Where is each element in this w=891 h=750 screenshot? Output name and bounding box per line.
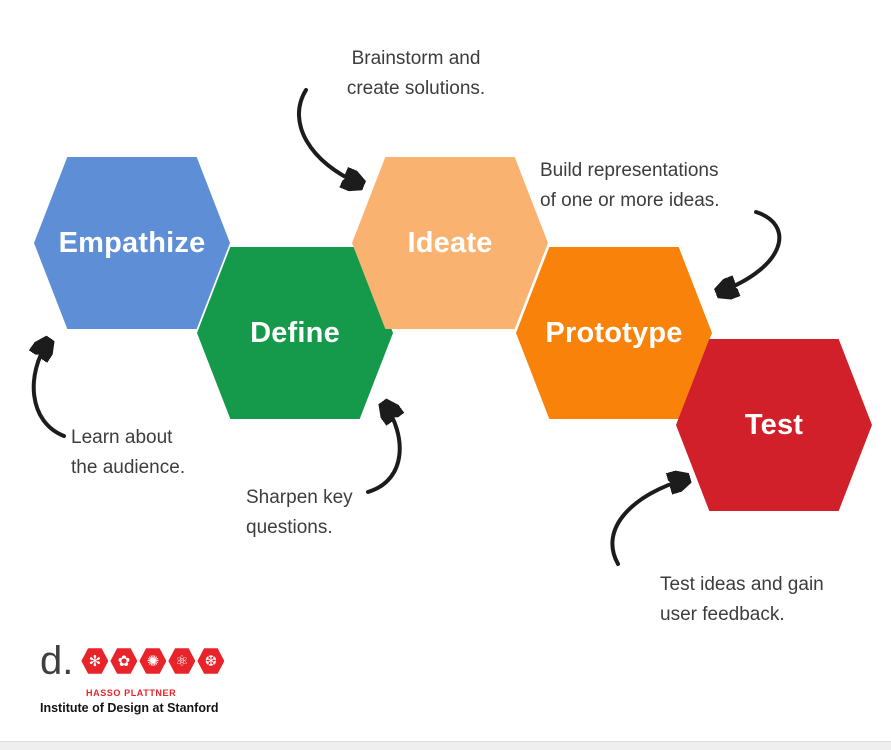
dschool-badge-icon: ✻ xyxy=(81,648,109,674)
hexagon-define: Define xyxy=(197,247,393,419)
annotation-line: Build representations xyxy=(540,160,719,181)
annotation-line: questions. xyxy=(246,517,333,538)
arrow-sharpen-to-define xyxy=(366,405,400,494)
dschool-badge-icon: ✿ xyxy=(110,648,138,674)
annotation-line: Test ideas and gain xyxy=(660,574,824,595)
annotation-line: create solutions. xyxy=(346,78,486,99)
logo-hasso-plattner: HASSO PLATTNER xyxy=(86,688,177,698)
annotation-line: Sharpen key xyxy=(246,487,353,508)
hexagon-prototype: Prototype xyxy=(516,247,712,419)
dschool-badge-icon: ⚛ xyxy=(168,648,196,674)
hexagon-test: Test xyxy=(676,339,872,511)
logo-institute-of-design: Institute of Design at Stanford xyxy=(40,701,219,715)
dschool-badge-icon: ❆ xyxy=(197,648,225,674)
arrow-testnote-to-test xyxy=(610,479,686,566)
annotation-line: user feedback. xyxy=(660,604,785,625)
hexagon-ideate-label: Ideate xyxy=(407,226,493,259)
dschool-badge-icon: ✺ xyxy=(139,648,167,674)
hexagon-empathize: Empathize xyxy=(34,157,230,329)
arrow-build-to-prototype xyxy=(720,210,782,292)
annotation-line: of one or more ideas. xyxy=(540,190,720,211)
annotation-line: the audience. xyxy=(71,457,186,478)
dschool-d-mark: d. xyxy=(40,639,74,683)
annotation-line: Brainstorm and xyxy=(351,48,481,69)
arrow-learn-to-empathize xyxy=(34,342,66,438)
annotation-line: Learn about xyxy=(71,427,173,448)
page-bottom-edge xyxy=(0,741,891,750)
hexagon-test-label: Test xyxy=(744,408,804,441)
hexagon-ideate: Ideate xyxy=(352,157,548,329)
arrow-brainstorm-to-ideate xyxy=(296,88,360,184)
annotation-learn: Learn about the audience. xyxy=(71,423,185,483)
annotation-test: Test ideas and gain user feedback. xyxy=(660,570,824,630)
dschool-logo: d. ✻ ✿ ✺ ⚛ ❆ HASSO PLATTNER Institute of… xyxy=(40,641,226,715)
hexagon-empathize-label: Empathize xyxy=(58,226,206,259)
annotation-brainstorm: Brainstorm and create solutions. xyxy=(328,44,504,104)
dschool-logo-row: d. ✻ ✿ ✺ ⚛ ❆ xyxy=(40,641,226,681)
annotation-sharpen: Sharpen key questions. xyxy=(246,483,353,543)
annotation-build: Build representations of one or more ide… xyxy=(540,156,720,216)
hexagon-prototype-label: Prototype xyxy=(545,316,683,349)
hexagon-define-label: Define xyxy=(250,316,340,349)
